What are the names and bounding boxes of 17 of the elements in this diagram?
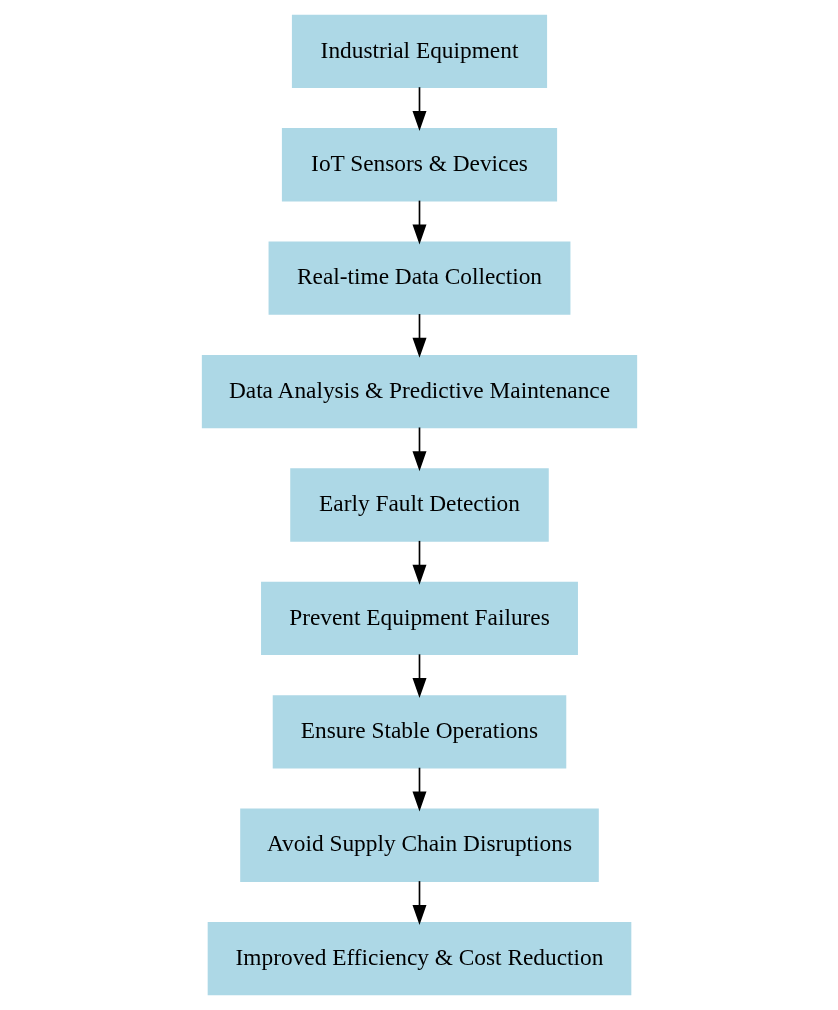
- node-box: Ensure Stable Operations: [272, 695, 566, 769]
- arrow: [412, 426, 426, 472]
- node-box: Prevent Equipment Failures: [260, 581, 578, 656]
- node-box: Real-time Data Collection: [268, 241, 570, 315]
- arrow: [412, 199, 426, 245]
- node-box: Avoid Supply Chain Disruptions: [239, 808, 599, 882]
- node-box: Early Fault Detection: [289, 468, 549, 542]
- arrow: [412, 653, 426, 699]
- arrow: [412, 540, 426, 585]
- node-box: Industrial Equipment: [291, 14, 547, 89]
- node-box: Data Analysis & Predictive Maintenance: [201, 354, 637, 429]
- arrow: [412, 86, 426, 131]
- arrow: [412, 766, 426, 812]
- arrow: [412, 880, 426, 925]
- arrow: [412, 313, 426, 358]
- node-box: Improved Efficiency & Cost Reduction: [207, 921, 631, 996]
- node-box: IoT Sensors & Devices: [281, 128, 557, 202]
